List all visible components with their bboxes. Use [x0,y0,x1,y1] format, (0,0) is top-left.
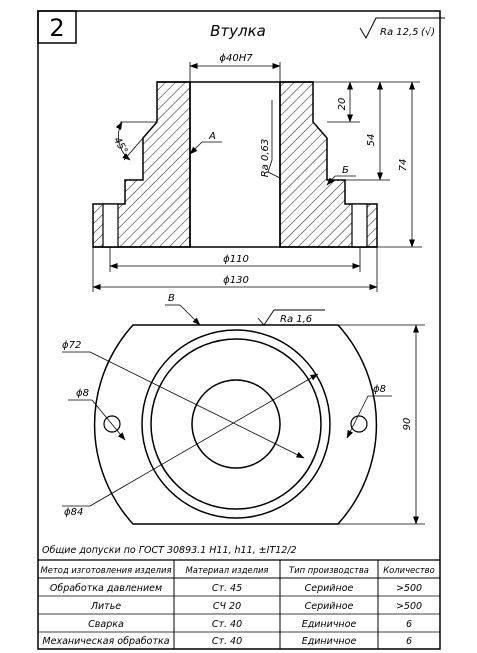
table-cell: Сварка [88,619,124,630]
table-header-production: Тип производства [289,565,369,575]
table-cell: Серийное [305,583,354,594]
dimension-20: 20 [313,81,360,123]
dimension-90-text: 90 [402,418,413,431]
dimension-84-text: ϕ84 [64,507,83,518]
dimension-84: ϕ84 [62,373,319,518]
leader-b-text: Б [342,165,349,176]
tolerance-note: Общие допуски по ГОСТ 30893.1 H11, h11, … [42,545,297,556]
general-roughness-paren: (√) [421,27,435,38]
bore-roughness: Ra 0,63 [260,100,281,179]
sheet-number-box [37,10,77,44]
sheet-number: 2 [49,14,64,42]
table-cell: СЧ 20 [213,601,241,612]
table-cell: Обработка давлением [50,583,162,594]
leader-a-text: А [208,131,216,142]
page-title: Втулка [210,22,266,40]
inner-ring [150,338,322,510]
table-cell: Единичное [302,636,357,647]
angle-dimension-text: 45° [111,135,129,156]
section-view [92,81,378,248]
leader-v-text: В [168,293,175,304]
leader-b: Б [326,165,356,186]
bore-dimension: ϕ40H7 [189,53,281,82]
dimension-130: ϕ130 [92,247,378,292]
plan-roughness: Ra 1,6 [257,309,325,326]
table-header-method: Метод изготовления изделия [41,565,172,575]
outer-ring [141,329,331,519]
dimension-20-text: 20 [337,98,348,111]
dimension-74-text: 74 [398,159,409,172]
table-cell: Ст. 40 [212,636,242,647]
manufacturing-table: Метод изготовления изделия Материал изде… [38,559,440,649]
bore-roughness-text: Ra 0,63 [260,139,271,178]
dimension-54-text: 54 [366,134,377,147]
right-hole [350,415,368,433]
dimension-110: ϕ110 [109,247,361,272]
table-cell: Ст. 40 [212,619,242,630]
dimension-8-right-text: ϕ8 [373,384,386,395]
leader-v: В [165,293,201,326]
general-roughness-value: Ra 12,5 [380,27,419,38]
table-cell: Литье [90,601,121,612]
table-cell: >500 [396,583,422,594]
table-cell: Серийное [305,601,354,612]
dimension-8-right: ϕ8 [346,384,392,439]
table-cell: Механическая обработка [42,636,169,647]
bore-circle [191,379,281,469]
dimension-8-left: ϕ8 [68,388,126,441]
plan-roughness-text: Ra 1,6 [280,314,312,325]
table-header-quantity: Количество [383,565,435,575]
table-cell: >500 [396,601,422,612]
table-cell: 6 [406,619,412,630]
dimension-8-left-text: ϕ8 [76,388,89,399]
table-cell: Ст. 45 [212,583,242,594]
dimension-110-text: ϕ110 [223,254,249,265]
table-cell: 6 [406,636,412,647]
bore-dimension-text: ϕ40H7 [219,53,253,64]
dimension-74: 74 [377,81,422,248]
table-cell: Единичное [302,619,357,630]
leader-a: А [189,131,222,155]
left-hole [103,415,121,433]
sheet-frame [37,10,441,650]
table-header-material: Материал изделия [186,565,269,575]
dimension-90: 90 [338,324,425,525]
dimension-72: ϕ72 [62,340,305,459]
dimension-72-text: ϕ72 [62,340,81,351]
dimension-130-text: ϕ130 [223,275,249,286]
general-roughness-symbol: Ra 12,5 (√) [359,17,445,40]
